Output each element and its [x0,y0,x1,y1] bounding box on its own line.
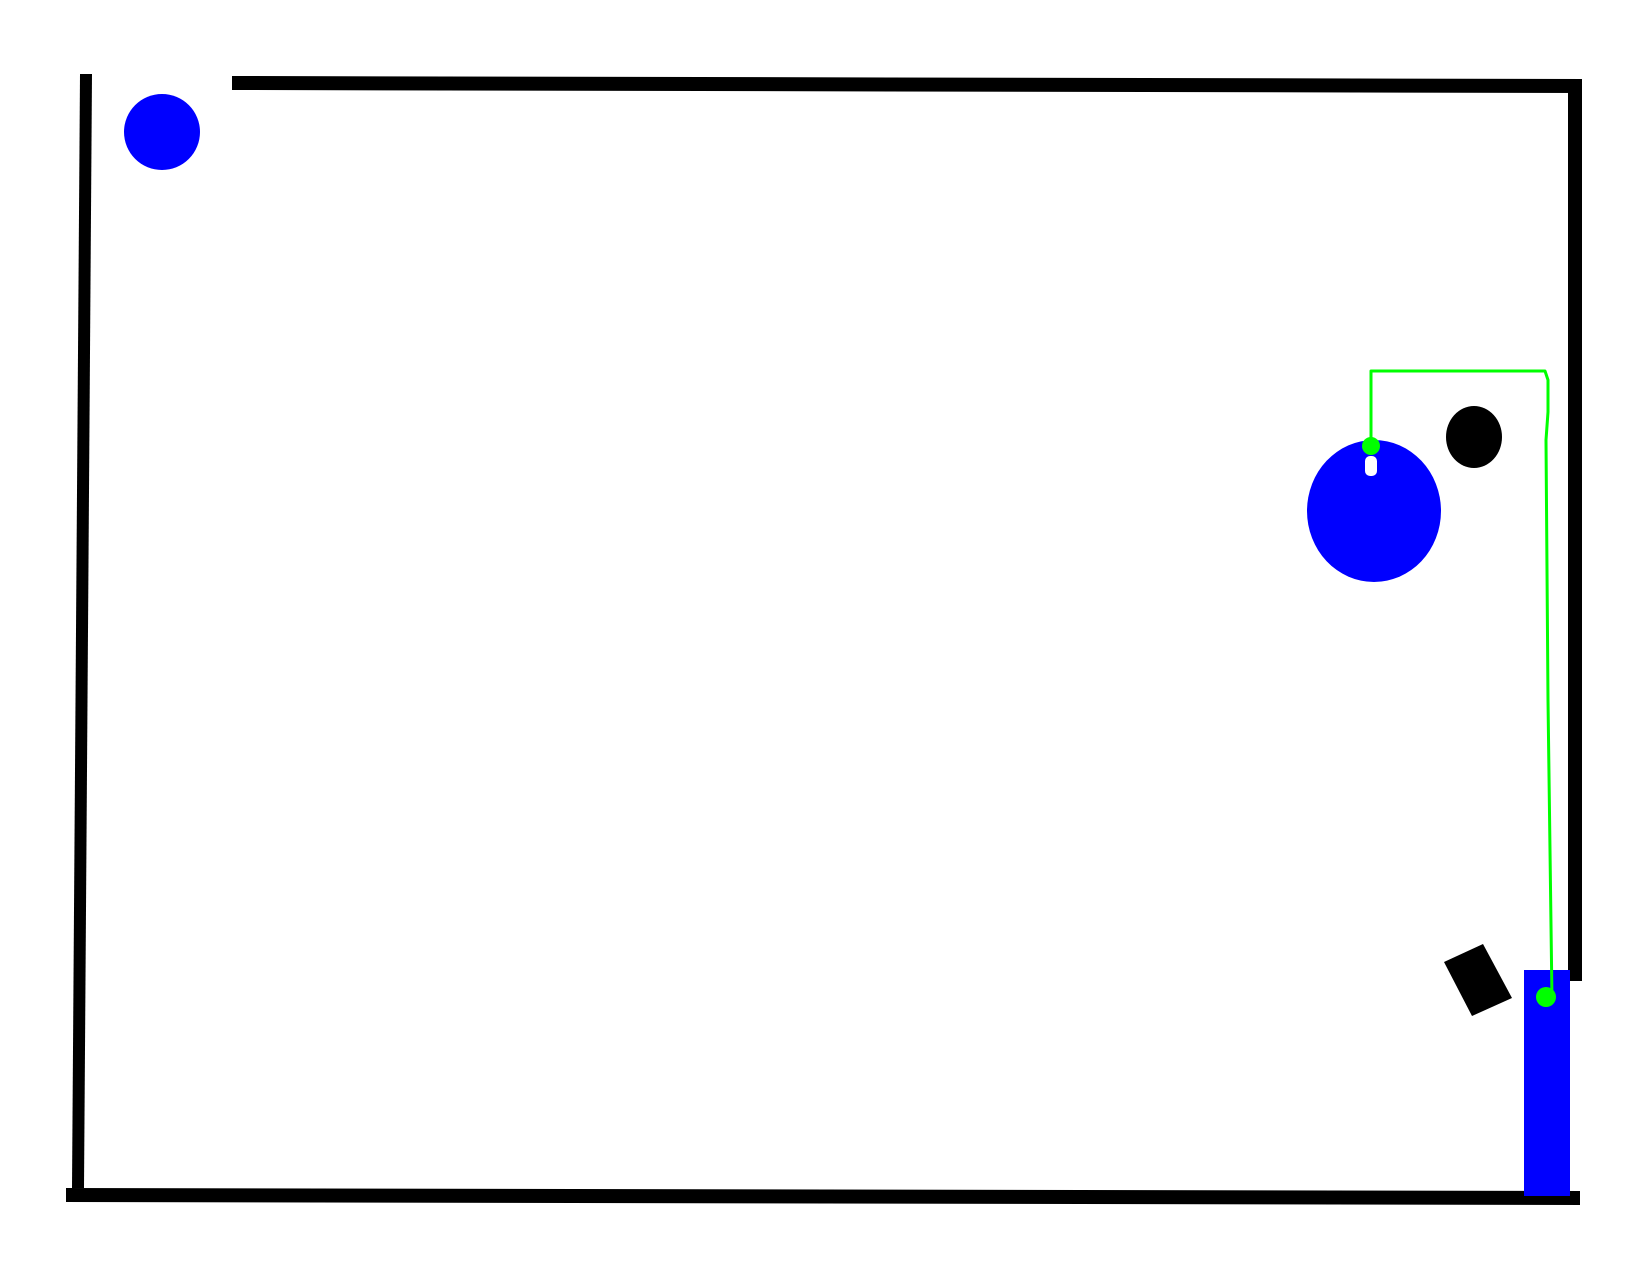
top-wall [232,76,1582,93]
green-path [1369,369,1554,1001]
ball-highlight [1365,456,1377,476]
square-obstacle [1444,944,1512,1016]
bottom-wall [66,1188,1580,1205]
left-wall [72,74,92,1188]
goal-marker [1536,987,1556,1007]
goal-container [1524,970,1570,1196]
small-ball [124,94,200,170]
start-marker [1362,437,1380,455]
boundary-walls [66,74,1582,1205]
large-ball [1307,440,1441,582]
round-obstacle [1446,406,1502,468]
right-wall [1568,79,1582,981]
